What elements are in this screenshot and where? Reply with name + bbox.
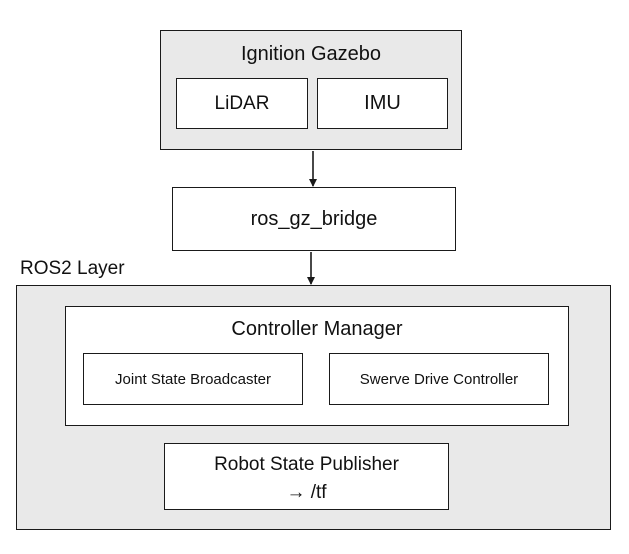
swerve-drive-controller-box: Swerve Drive Controller [329,353,549,405]
swerve-drive-controller-label: Swerve Drive Controller [359,370,519,388]
lidar-label: LiDAR [214,92,270,114]
ros-gz-bridge-label: ros_gz_bridge [250,207,378,230]
controller-manager-title: Controller Manager [231,318,403,340]
joint-state-broadcaster-label: Joint State Broadcaster [115,370,271,388]
robot-state-publisher-title: Robot State Publisher [214,454,399,475]
ros-gz-bridge-box: ros_gz_bridge [172,187,456,251]
robot-state-publisher-output: → /tf [286,482,327,503]
imu-label: IMU [364,92,401,114]
robot-state-publisher-box: Robot State Publisher → /tf [164,443,449,510]
ignition-gazebo-title: Ignition Gazebo [240,43,382,65]
imu-box: IMU [317,78,448,129]
ros2-layer-label: ROS2 Layer [20,258,125,279]
lidar-box: LiDAR [176,78,308,129]
joint-state-broadcaster-box: Joint State Broadcaster [83,353,303,405]
